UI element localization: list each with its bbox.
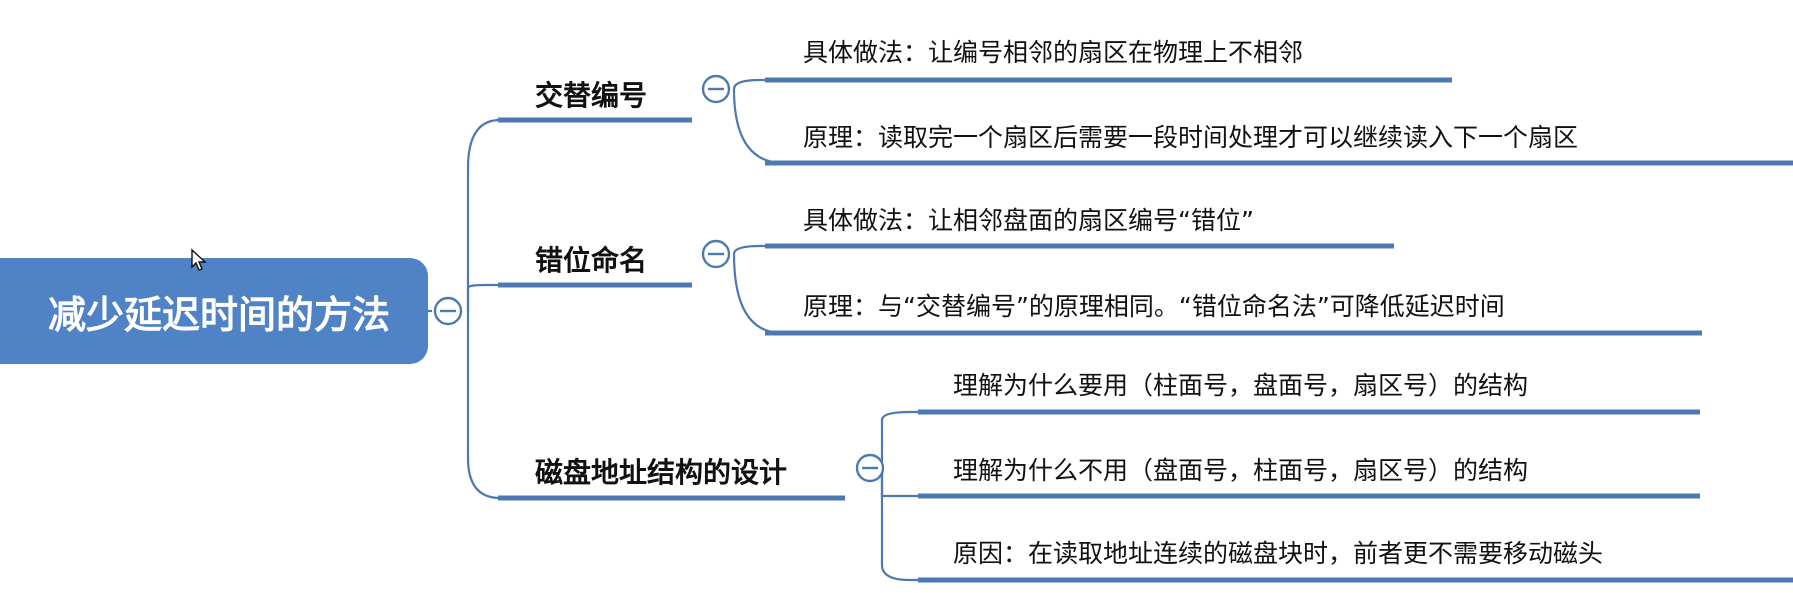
collapse-branch-1-icon[interactable] <box>701 74 731 104</box>
root-node[interactable]: 减少延迟时间的方法 <box>0 258 428 364</box>
root-label: 减少延迟时间的方法 <box>47 292 390 337</box>
leaf-3-1[interactable]: 理解为什么要用（柱面号，盘面号，扇区号）的结构 <box>953 371 1529 400</box>
leaf-1-2[interactable]: 原理：读取完一个扇区后需要一段时间处理才可以继续读入下一个扇区 <box>803 123 1579 152</box>
root-branch-mid <box>466 283 690 311</box>
leaf-1-1[interactable]: 具体做法：让编号相邻的扇区在物理上不相邻 <box>803 38 1304 67</box>
mouse-pointer-icon <box>191 248 207 271</box>
leaf-3-2[interactable]: 理解为什么不用（盘面号，柱面号，扇区号）的结构 <box>953 456 1529 485</box>
collapse-branch-2-icon[interactable] <box>701 239 731 269</box>
collapse-branch-3-icon[interactable] <box>855 453 885 483</box>
leaf-2-2[interactable]: 原理：与“交替编号”的原理相同。“错位命名法”可降低延迟时间 <box>803 292 1505 321</box>
leaf-2-1[interactable]: 具体做法：让相邻盘面的扇区编号“错位” <box>803 206 1254 235</box>
branch-node-2[interactable]: 错位命名 <box>535 244 648 277</box>
root-branch-trunk <box>466 118 690 311</box>
branch-node-1[interactable]: 交替编号 <box>535 79 648 112</box>
branch-1-connector <box>732 78 1452 90</box>
branch-node-3[interactable]: 磁盘地址结构的设计 <box>535 456 788 489</box>
branch-2-connector <box>732 244 1394 255</box>
branch-3-connector <box>880 410 1700 468</box>
leaf-3-3[interactable]: 原因：在读取地址连续的磁盘块时，前者更不需要移动磁头 <box>953 539 1604 568</box>
collapse-root-icon[interactable] <box>433 296 463 326</box>
branch-3-connector-lower <box>880 468 1793 582</box>
